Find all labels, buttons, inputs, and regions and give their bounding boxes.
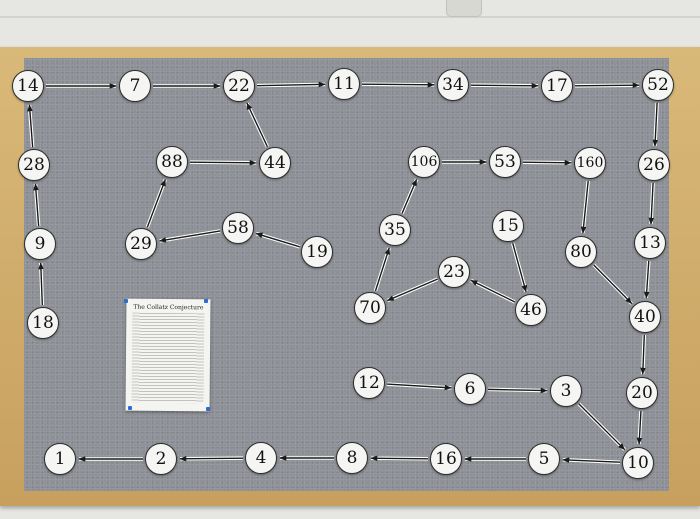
arrow-44-to-22 bbox=[246, 102, 269, 147]
arrow-23-to-70 bbox=[386, 278, 438, 302]
arrow-28-to-14 bbox=[27, 104, 34, 148]
node-52: 52 bbox=[642, 69, 674, 101]
node-22: 22 bbox=[223, 70, 255, 102]
arrow-17-to-52 bbox=[574, 82, 640, 89]
pushpin-icon bbox=[128, 406, 132, 410]
arrow-20-to-10 bbox=[636, 410, 643, 445]
arrow-16-to-8 bbox=[370, 455, 429, 462]
arrow-46-to-23 bbox=[470, 279, 516, 303]
arrow-12-to-6 bbox=[386, 383, 452, 391]
notice-text-block bbox=[131, 312, 205, 404]
arrow-4-to-2 bbox=[179, 455, 244, 462]
node-16: 16 bbox=[430, 443, 462, 475]
arrow-10-to-5 bbox=[562, 457, 621, 463]
node-88: 88 bbox=[156, 146, 188, 178]
node-12: 12 bbox=[353, 367, 385, 399]
node-18: 18 bbox=[27, 307, 59, 339]
arrow-88-to-44 bbox=[189, 159, 257, 166]
node-46: 46 bbox=[515, 294, 547, 326]
wall-grout-line bbox=[0, 16, 700, 18]
node-3: 3 bbox=[550, 375, 582, 407]
node-19: 19 bbox=[301, 236, 333, 268]
node-6: 6 bbox=[454, 373, 486, 405]
node-4: 4 bbox=[245, 442, 277, 474]
arrow-53-to-160 bbox=[522, 159, 572, 166]
node-106: 106 bbox=[408, 146, 440, 178]
node-7: 7 bbox=[119, 70, 151, 102]
node-35: 35 bbox=[379, 214, 411, 246]
node-29: 29 bbox=[125, 228, 157, 260]
arrow-160-to-80 bbox=[580, 180, 589, 234]
node-14: 14 bbox=[12, 70, 44, 102]
arrow-22-to-11 bbox=[256, 81, 326, 88]
node-11: 11 bbox=[328, 68, 360, 100]
wall-outlet-cover bbox=[446, 0, 482, 17]
pushpin-icon bbox=[206, 407, 210, 411]
node-34: 34 bbox=[437, 69, 469, 101]
node-13: 13 bbox=[634, 227, 666, 259]
collatz-notice-paper: The Collatz Conjecture bbox=[125, 298, 211, 412]
bulletin-board-surface bbox=[24, 58, 669, 491]
notice-title: The Collatz Conjecture bbox=[133, 303, 204, 312]
node-10: 10 bbox=[622, 447, 654, 479]
node-8: 8 bbox=[336, 442, 368, 474]
node-5: 5 bbox=[528, 443, 560, 475]
arrow-80-to-40 bbox=[593, 264, 633, 304]
arrow-11-to-34 bbox=[361, 81, 435, 88]
node-1: 1 bbox=[44, 443, 76, 475]
node-53: 53 bbox=[489, 146, 521, 178]
node-2: 2 bbox=[145, 443, 177, 475]
arrow-15-to-46 bbox=[512, 243, 528, 293]
node-9: 9 bbox=[24, 228, 56, 260]
node-20: 20 bbox=[626, 377, 658, 409]
node-28: 28 bbox=[18, 149, 50, 181]
arrow-6-to-3 bbox=[487, 387, 548, 394]
node-15: 15 bbox=[492, 210, 524, 242]
node-58: 58 bbox=[222, 212, 254, 244]
arrow-70-to-35 bbox=[374, 247, 390, 292]
arrow-29-to-88 bbox=[146, 179, 166, 228]
node-40: 40 bbox=[629, 301, 661, 333]
arrow-35-to-106 bbox=[401, 178, 418, 214]
node-26: 26 bbox=[638, 149, 670, 181]
arrow-19-to-58 bbox=[255, 232, 300, 248]
node-70: 70 bbox=[354, 292, 386, 324]
pushpin-icon bbox=[204, 299, 208, 303]
pushpin-icon bbox=[124, 299, 128, 303]
arrow-26-to-13 bbox=[648, 182, 655, 225]
node-80: 80 bbox=[565, 236, 597, 268]
node-17: 17 bbox=[541, 70, 573, 102]
arrow-58-to-29 bbox=[159, 230, 221, 243]
node-160: 160 bbox=[574, 147, 606, 179]
arrow-40-to-20 bbox=[640, 334, 646, 375]
arrow-18-to-9 bbox=[38, 262, 44, 306]
arrow-52-to-26 bbox=[652, 102, 659, 147]
arrow-9-to-28 bbox=[33, 183, 40, 227]
node-23: 23 bbox=[438, 256, 470, 288]
arrow-13-to-40 bbox=[643, 260, 650, 299]
node-44: 44 bbox=[259, 147, 291, 179]
arrow-34-to-17 bbox=[470, 82, 539, 89]
arrow-3-to-10 bbox=[578, 403, 626, 451]
